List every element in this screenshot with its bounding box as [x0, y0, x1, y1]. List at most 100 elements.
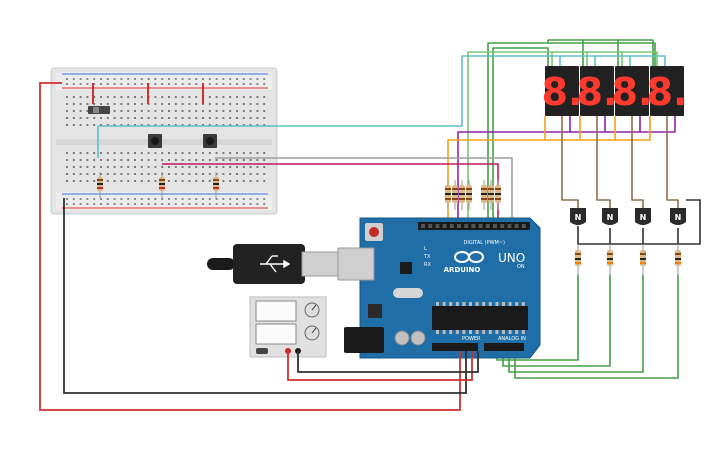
- seven-segment-digit-4: 8.: [647, 66, 688, 116]
- transistor-3: N: [635, 208, 651, 225]
- hole: [113, 78, 116, 80]
- hole: [195, 117, 198, 119]
- hole: [242, 110, 245, 112]
- hole: [174, 96, 177, 98]
- hole: [174, 117, 177, 119]
- hole: [462, 330, 466, 334]
- hole: [195, 96, 198, 98]
- hole: [168, 78, 170, 80]
- hole: [242, 78, 245, 80]
- hole: [195, 124, 198, 126]
- transistor-2-label: N: [607, 213, 614, 222]
- hole: [222, 166, 225, 168]
- hole: [86, 117, 89, 119]
- hole: [236, 117, 238, 119]
- hole: [161, 166, 164, 168]
- hole: [174, 166, 177, 168]
- hole: [188, 103, 191, 105]
- hole: [256, 173, 259, 175]
- hole: [93, 124, 96, 126]
- hole: [500, 224, 505, 228]
- hole: [147, 124, 150, 126]
- power-supply-module: [249, 296, 327, 358]
- hole: [229, 173, 232, 175]
- hole: [249, 152, 252, 154]
- hole: [229, 180, 232, 182]
- hole: [66, 203, 68, 205]
- hole: [113, 180, 116, 182]
- hole: [93, 180, 96, 182]
- hole: [154, 180, 157, 182]
- hole: [222, 78, 225, 80]
- hole: [462, 302, 466, 306]
- hole: [140, 96, 143, 98]
- hole: [242, 166, 245, 168]
- hole: [229, 117, 232, 119]
- hole: [161, 198, 164, 200]
- tx-label: TX: [423, 254, 431, 260]
- hole: [256, 198, 259, 200]
- breadboard-resistor-1: [97, 172, 103, 198]
- hole: [66, 159, 68, 161]
- hole: [188, 198, 191, 200]
- hole: [263, 159, 266, 161]
- hole: [79, 96, 82, 98]
- hole: [242, 96, 245, 98]
- hole: [154, 166, 157, 168]
- hole: [120, 117, 123, 119]
- hole: [168, 166, 170, 168]
- hole: [181, 83, 184, 85]
- hole: [188, 166, 191, 168]
- hole: [79, 173, 82, 175]
- hole: [66, 103, 68, 105]
- hole: [93, 78, 96, 80]
- hole: [174, 173, 177, 175]
- transistor-2: N: [602, 208, 618, 225]
- digit-4-readout: 8.: [647, 70, 688, 114]
- hole: [79, 110, 82, 112]
- hole: [120, 124, 123, 126]
- hole: [229, 159, 232, 161]
- arduino-model: UNO: [498, 251, 525, 265]
- voltage-regulator: [368, 304, 382, 318]
- hole: [154, 83, 157, 85]
- hole: [464, 224, 469, 228]
- hole: [140, 103, 143, 105]
- hole: [215, 203, 218, 205]
- hole: [72, 124, 75, 126]
- hole: [100, 152, 102, 154]
- power-wires: [39, 82, 479, 411]
- hole: [174, 124, 177, 126]
- hole: [215, 78, 218, 80]
- hole: [195, 159, 198, 161]
- hole: [508, 302, 512, 306]
- hole: [202, 78, 204, 80]
- hole: [229, 203, 232, 205]
- hole: [127, 159, 130, 161]
- hole: [195, 103, 198, 105]
- segment-resistor-1: [445, 180, 451, 210]
- hole: [222, 152, 225, 154]
- hole: [249, 203, 252, 205]
- hole: [106, 173, 109, 175]
- hole: [161, 103, 164, 105]
- hole: [236, 78, 238, 80]
- hole: [72, 180, 75, 182]
- hole: [242, 159, 245, 161]
- hole: [66, 110, 68, 112]
- chip-pins: [436, 302, 525, 334]
- seven-segment-digit-3: 8.: [612, 66, 652, 116]
- atmega-chip: [432, 306, 528, 330]
- hole: [249, 83, 252, 85]
- hole: [79, 152, 82, 154]
- hole: [113, 198, 116, 200]
- hole: [127, 180, 130, 182]
- hole: [100, 78, 102, 80]
- hole: [442, 302, 446, 306]
- hole: [181, 117, 184, 119]
- hole: [215, 83, 218, 85]
- hole: [208, 103, 211, 105]
- hole: [202, 180, 204, 182]
- hole: [428, 224, 433, 228]
- hole: [134, 110, 136, 112]
